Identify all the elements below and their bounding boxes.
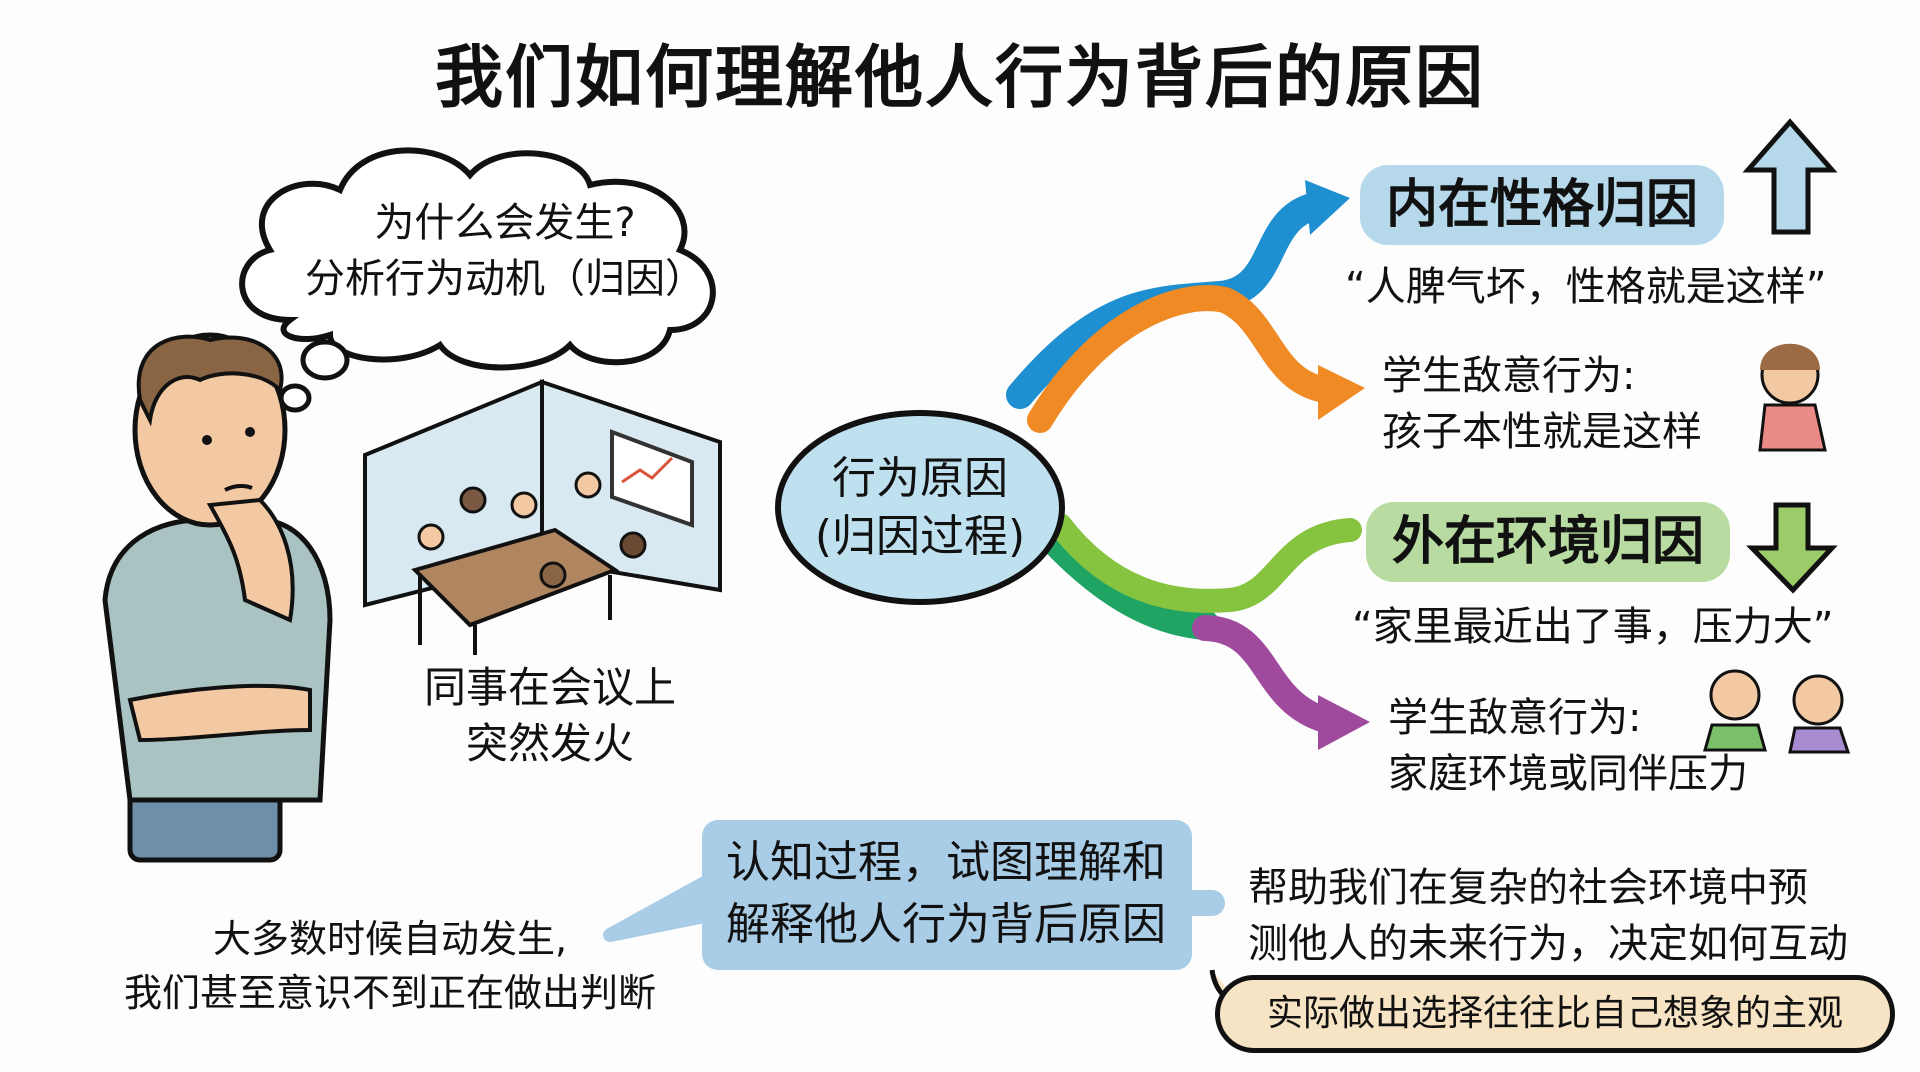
external-example: 学生敌意行为: 家庭环境或同伴压力 <box>1388 690 1748 802</box>
thought-cloud-icon <box>239 147 716 413</box>
subjective-choice-bubble: 实际做出选择往往比自己想象的主观 <box>1215 975 1895 1053</box>
meeting-caption-line-2: 突然发火 <box>465 719 634 768</box>
automatic-note: 大多数时候自动发生, 我们甚至意识不到正在做出判断 <box>100 912 680 1020</box>
meeting-room-icon <box>363 379 722 655</box>
internal-example-line-1: 学生敌意行为: <box>1382 353 1636 399</box>
external-attribution-label: 外在环境归因 <box>1366 502 1731 582</box>
page-title: 我们如何理解他人行为背后的原因 <box>434 39 1485 118</box>
upset-girl-icon <box>1758 343 1827 452</box>
external-example-line-2: 家庭环境或同伴压力 <box>1388 751 1748 797</box>
internal-quote: “人脾气坏，性格就是这样” <box>1345 264 1827 310</box>
meeting-caption-line-1: 同事在会议上 <box>423 663 676 712</box>
branch-arrows <box>1006 180 1370 750</box>
two-students-icon <box>1703 669 1851 754</box>
thought-line-1: 为什么会发生? <box>374 200 636 246</box>
external-quote: “家里最近出了事，压力大” <box>1352 604 1834 650</box>
arrow-down-icon <box>1746 502 1838 594</box>
thinking-man-icon <box>102 332 333 863</box>
purpose-note-line-1: 帮助我们在复杂的社会环境中预 <box>1248 865 1808 911</box>
purpose-note: 帮助我们在复杂的社会环境中预 测他人的未来行为，决定如何互动 <box>1248 860 1888 972</box>
center-node: 行为原因 (归因过程) <box>775 410 1065 605</box>
center-node-line-2: (归因过程) <box>814 510 1026 562</box>
purpose-note-line-2: 测他人的未来行为，决定如何互动 <box>1248 921 1848 967</box>
automatic-note-line-2: 我们甚至意识不到正在做出判断 <box>123 971 656 1015</box>
meeting-caption: 同事在会议上 突然发火 <box>380 660 720 772</box>
internal-attribution-label: 内在性格归因 <box>1360 165 1725 245</box>
thought-cloud-text: 为什么会发生? 分析行为动机（归因） <box>280 195 730 307</box>
external-example-line-1: 学生敌意行为: <box>1388 695 1642 741</box>
center-node-line-1: 行为原因 <box>832 452 1008 504</box>
internal-example: 学生敌意行为: 孩子本性就是这样 <box>1382 348 1702 460</box>
automatic-note-line-1: 大多数时候自动发生, <box>212 917 568 961</box>
cognitive-process-bubble: 认知过程，试图理解和 解释他人行为背后原因 <box>702 820 1192 970</box>
thought-line-2: 分析行为动机（归因） <box>305 256 705 302</box>
cognitive-line-1: 认知过程，试图理解和 <box>726 837 1166 888</box>
internal-example-line-2: 孩子本性就是这样 <box>1382 409 1702 455</box>
arrow-up-icon <box>1742 118 1838 235</box>
cognitive-line-2: 解释他人行为背后原因 <box>726 899 1166 950</box>
